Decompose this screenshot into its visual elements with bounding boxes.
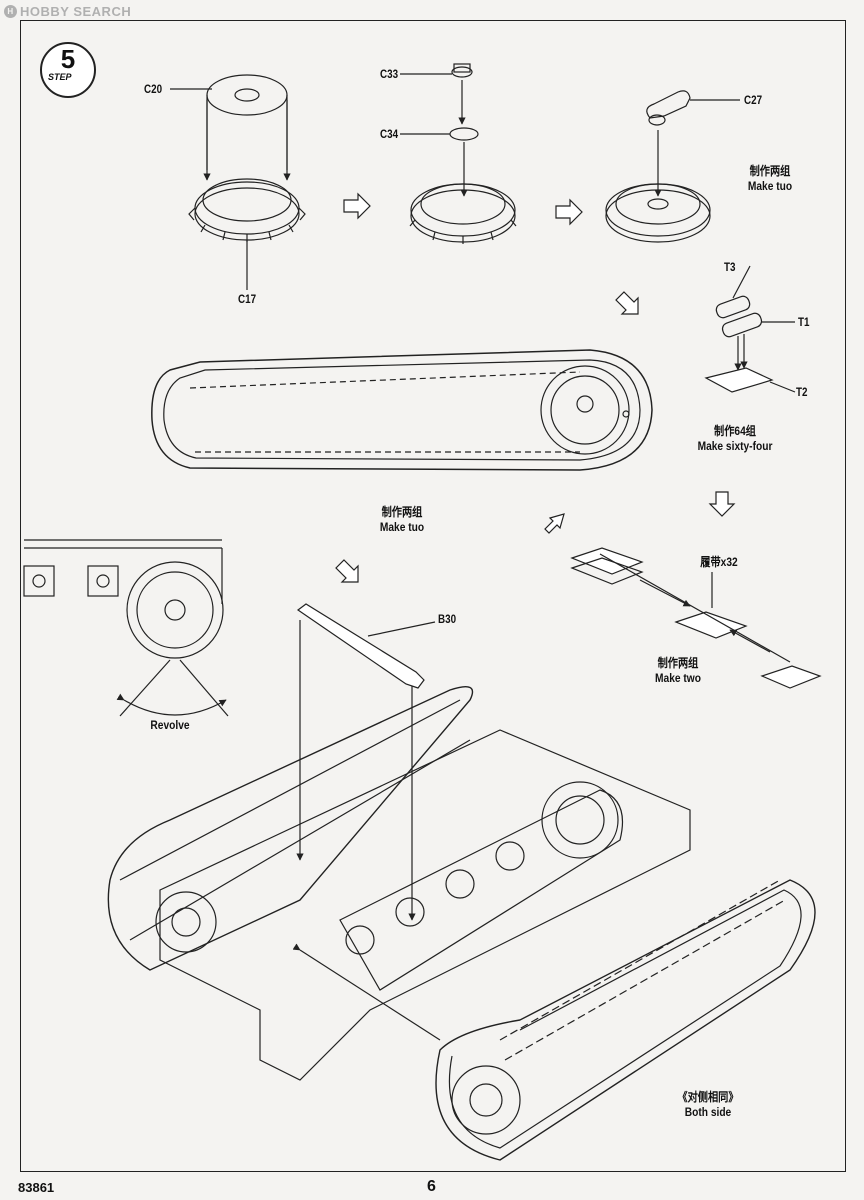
note-both-side: 《对侧相同》 Both side — [664, 1090, 752, 1120]
label-b30: B30 — [438, 612, 457, 626]
step-label: STEP — [48, 72, 72, 82]
part-c27 — [646, 90, 691, 126]
note-revolve-text: Revolve — [150, 718, 190, 732]
label-t2: T2 — [796, 385, 808, 399]
flow-arrow-5 — [544, 513, 565, 534]
note-make-two-mid: 制作两组 Make tuo — [360, 505, 445, 535]
note-make-two-right-en: Make two — [655, 671, 701, 685]
flow-arrow-4 — [708, 491, 736, 517]
watermark-logo: H — [4, 5, 17, 18]
page-border — [20, 20, 846, 1172]
watermark-text: HOBBY SEARCH — [20, 4, 132, 19]
note-make-two-top-cn: 制作两组 — [749, 164, 791, 178]
note-make-two-right: 制作两组 Make two — [636, 656, 721, 686]
separate-track — [435, 879, 816, 1161]
note-make-64-cn: 制作64组 — [714, 424, 756, 438]
note-both-side-en: Both side — [684, 1105, 732, 1119]
track-loop — [151, 349, 653, 471]
part-c33 — [451, 63, 473, 78]
page-number: 6 — [427, 1178, 436, 1195]
label-t1: T1 — [798, 315, 810, 329]
track-segment-assembly — [570, 547, 822, 689]
note-make-two-mid-en: Make tuo — [379, 520, 425, 534]
step-badge: 5 STEP — [40, 42, 96, 98]
sprocket-c17 — [188, 178, 306, 242]
label-c20: C20 — [144, 82, 163, 96]
flow-arrow-6 — [335, 559, 359, 583]
flow-arrow-2 — [555, 198, 583, 226]
label-c17: C17 — [238, 292, 257, 306]
note-make-two-top: 制作两组 Make tuo — [728, 164, 813, 194]
note-make-two-top-en: Make tuo — [747, 179, 793, 193]
label-c27: C27 — [744, 93, 763, 107]
part-b30 — [296, 603, 436, 921]
note-track-x32-text: 履带x32 — [700, 555, 738, 569]
note-revolve: Revolve — [143, 718, 197, 733]
flow-arrow-3 — [615, 291, 639, 315]
hull-inset — [23, 539, 229, 717]
sprocket-step2 — [409, 183, 517, 244]
note-make-64-en: Make sixty-four — [697, 439, 773, 453]
note-both-side-cn: 《对侧相同》 — [677, 1090, 739, 1104]
product-code: 83861 — [18, 1180, 55, 1195]
main-hull-assembly — [107, 686, 691, 1081]
track-link-parts — [704, 265, 796, 393]
part-c34 — [449, 127, 479, 141]
step-number: 5 — [60, 44, 76, 74]
watermark: H HOBBY SEARCH — [4, 4, 131, 19]
flow-arrow-1 — [343, 192, 371, 220]
note-make-two-right-cn: 制作两组 — [657, 656, 699, 670]
label-c33: C33 — [380, 67, 399, 81]
label-c34: C34 — [380, 127, 399, 141]
label-t3: T3 — [724, 260, 736, 274]
note-track-x32: 履带x32 — [689, 555, 749, 570]
note-make-two-mid-cn: 制作两组 — [381, 505, 423, 519]
cover-c20 — [203, 74, 291, 181]
note-make-64: 制作64组 Make sixty-four — [688, 424, 782, 454]
